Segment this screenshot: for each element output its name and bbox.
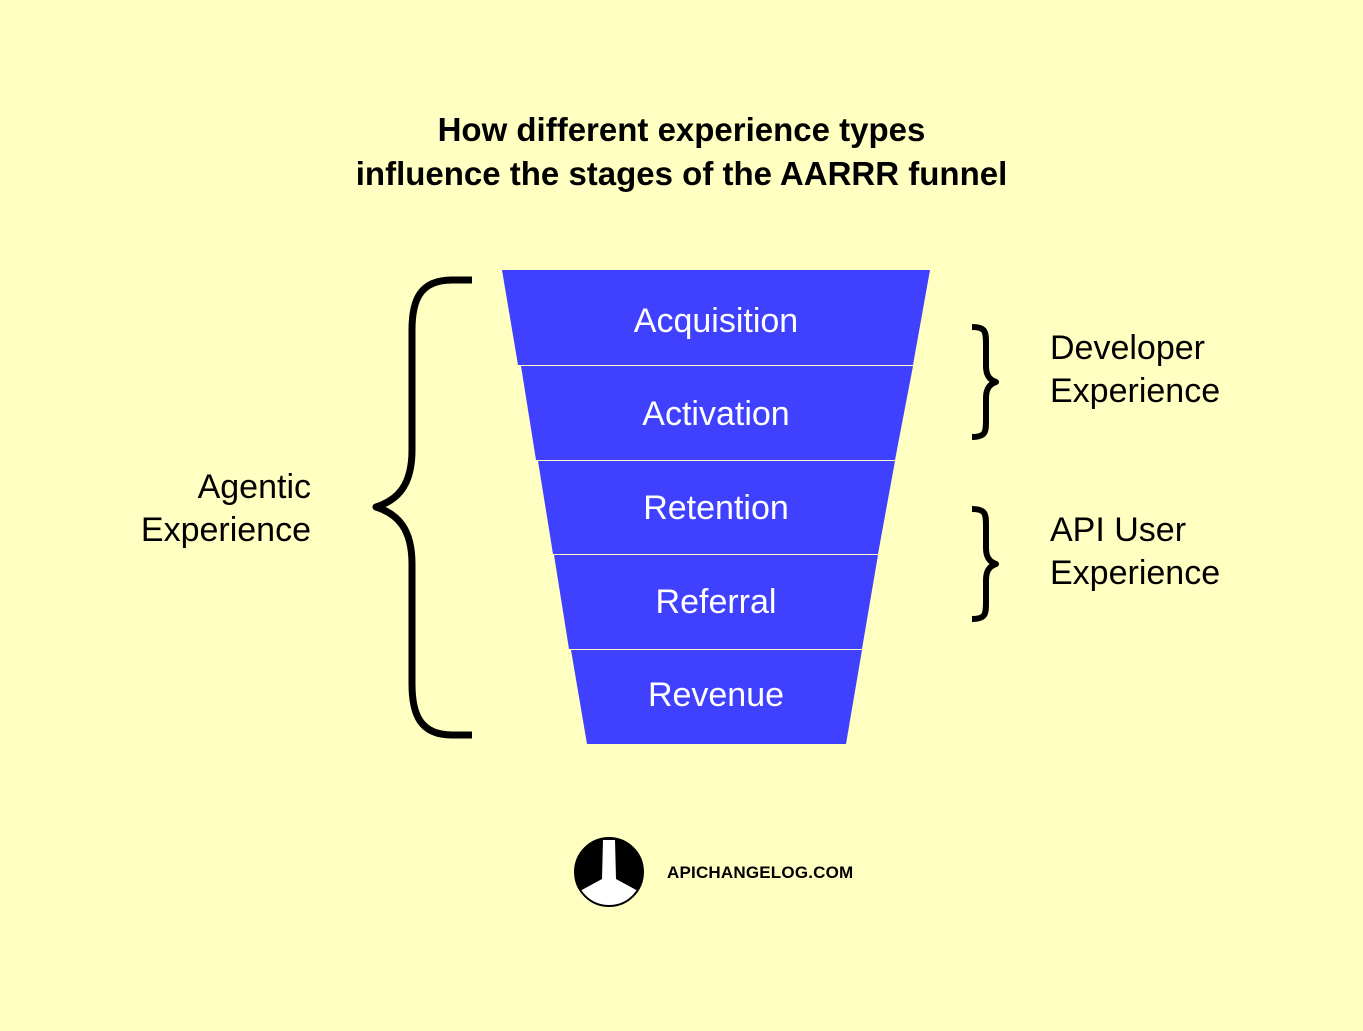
stage-label-activation: Activation bbox=[642, 395, 790, 433]
funnel-stage-retention bbox=[538, 461, 895, 554]
developer-line-1: Developer bbox=[1050, 329, 1205, 367]
apichangelog-logo-icon bbox=[574, 837, 644, 907]
stage-label-retention: Retention bbox=[643, 489, 789, 527]
stage-label-revenue: Revenue bbox=[647, 676, 785, 714]
stage-label-acquisition: Acquisition bbox=[633, 302, 799, 340]
api-user-brace bbox=[971, 506, 999, 622]
funnel-stage-acquisition bbox=[502, 270, 930, 365]
title-line-2: influence the stages of the AARRR funnel bbox=[355, 155, 1008, 192]
funnel-stage-revenue bbox=[571, 650, 862, 744]
developer-brace bbox=[971, 324, 999, 440]
site-url-text: APICHANGELOG.COM bbox=[667, 863, 854, 882]
developer-line-2: Experience bbox=[1050, 372, 1221, 410]
stage-label-referral: Referral bbox=[655, 583, 777, 621]
agentic-brace bbox=[372, 276, 472, 739]
diagram-title: How different experience types influence… bbox=[0, 108, 1363, 196]
developer-experience-label: Developer Experience bbox=[1050, 327, 1220, 413]
funnel-stage-activation bbox=[521, 366, 913, 460]
api-user-line-2: Experience bbox=[1050, 554, 1221, 592]
agentic-experience-label: Agentic Experience bbox=[141, 466, 311, 552]
funnel-stage-referral bbox=[554, 555, 878, 649]
api-user-experience-label: API User Experience bbox=[1050, 509, 1220, 595]
agentic-line-2: Experience bbox=[140, 511, 311, 549]
title-line-1: How different experience types bbox=[437, 111, 926, 148]
api-user-line-1: API User bbox=[1050, 511, 1187, 549]
agentic-line-1: Agentic bbox=[197, 468, 311, 506]
